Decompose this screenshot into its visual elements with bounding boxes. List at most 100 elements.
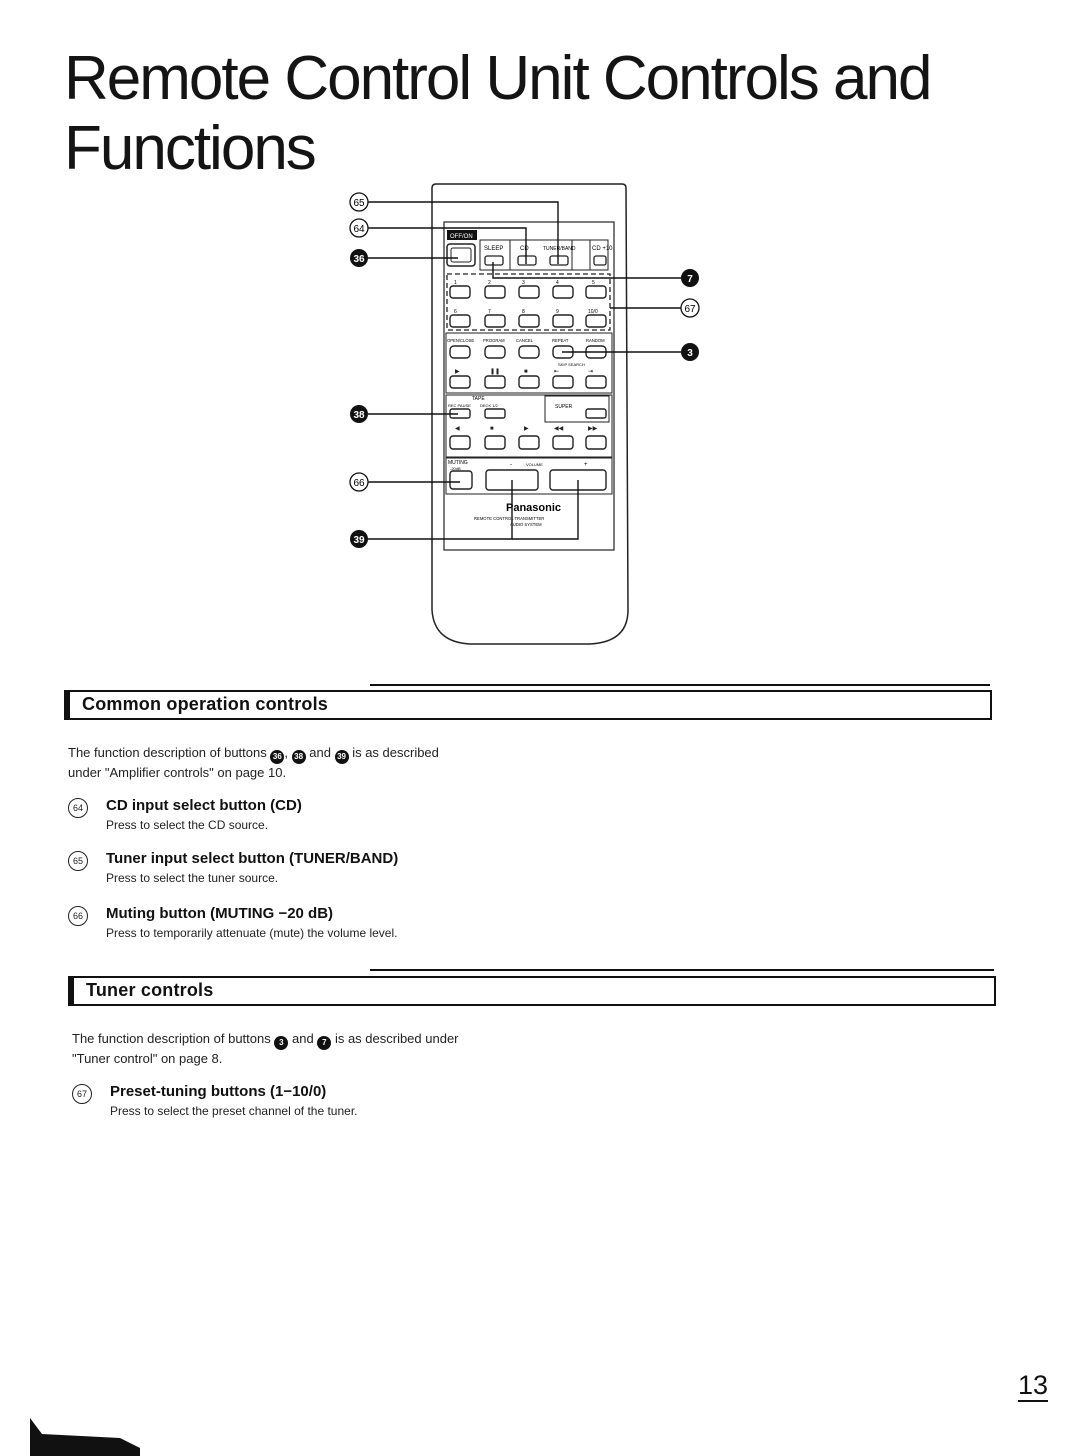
svg-text:REMOTE CONTROL TRANSMITTER: REMOTE CONTROL TRANSMITTER	[474, 516, 544, 521]
section-top-rule-2	[370, 969, 994, 971]
svg-text:SUPER: SUPER	[555, 404, 573, 410]
muting-button	[449, 470, 473, 490]
svg-text:◀: ◀	[455, 426, 460, 432]
sleep-button	[484, 255, 504, 266]
svg-text:AUDIO SYSTEM: AUDIO SYSTEM	[510, 522, 542, 527]
svg-text:⇤: ⇤	[554, 369, 559, 375]
svg-text:⇥: ⇥	[588, 369, 593, 375]
item-description: Press to select the CD source.	[106, 818, 269, 832]
svg-text:OPEN/CLOSE: OPEN/CLOSE	[447, 338, 474, 343]
remote-label-cd: CD	[520, 246, 529, 252]
svg-text:-: -	[510, 462, 512, 468]
svg-text:7: 7	[488, 309, 491, 315]
cd-plus10-button	[593, 255, 607, 266]
power-button	[446, 243, 476, 267]
tuner-band-button	[549, 255, 569, 266]
callout-7	[681, 269, 699, 287]
callout-38	[350, 405, 368, 423]
section-top-rule	[370, 684, 990, 686]
callout-39	[350, 530, 368, 548]
svg-text:▶: ▶	[455, 369, 460, 375]
callout-36	[350, 249, 368, 267]
callout-67	[680, 298, 700, 318]
svg-text:67: 67	[684, 304, 696, 315]
svg-text:36: 36	[353, 254, 365, 265]
svg-text:REC PAUSE: REC PAUSE	[448, 403, 471, 408]
svg-text:3: 3	[687, 348, 693, 359]
svg-text:▶▶: ▶▶	[588, 426, 598, 432]
common-intro: The function description of buttons 36, …	[68, 745, 439, 780]
svg-text:CANCEL: CANCEL	[516, 338, 534, 343]
tape-transport-row	[449, 435, 607, 450]
svg-text:PROGRAM: PROGRAM	[483, 338, 505, 343]
svg-text:1: 1	[454, 280, 457, 286]
section-common-heading: Common operation controls	[82, 694, 329, 714]
remote-label-cd10: CD +10	[592, 246, 613, 252]
svg-text:4: 4	[556, 280, 559, 286]
page-title-line2: Functions	[64, 114, 317, 183]
svg-text:8: 8	[522, 309, 525, 315]
item-description: Press to temporarily attenuate (mute) th…	[106, 926, 398, 940]
remote-label-tuner: TUNER/BAND	[543, 246, 576, 252]
svg-text:6: 6	[454, 309, 457, 315]
item-description: Press to select the tuner source.	[106, 871, 279, 885]
item-number: 66	[68, 906, 88, 926]
svg-text:■: ■	[490, 426, 494, 432]
section-tuner-heading: Tuner controls	[86, 980, 214, 1000]
preset-row-1	[449, 285, 607, 299]
number-row-1-labels: 1 2 3 4 5	[454, 280, 595, 286]
callout-3	[681, 343, 699, 361]
svg-text:❚❚: ❚❚	[490, 368, 500, 375]
svg-text:TAPE: TAPE	[472, 396, 485, 402]
item-heading: Tuner input select button (TUNER/BAND)	[106, 850, 399, 867]
svg-text:■: ■	[524, 369, 528, 375]
callout-66	[349, 472, 369, 492]
preset-row-2	[449, 314, 607, 328]
svg-text:◀◀: ◀◀	[554, 426, 564, 432]
ref-39-icon: 39	[334, 750, 349, 764]
item-heading: Muting button (MUTING −20 dB)	[106, 905, 334, 922]
svg-text:MUTING: MUTING	[448, 460, 468, 466]
svg-text:DECK 1/2: DECK 1/2	[480, 403, 499, 408]
svg-text:REPEAT: REPEAT	[552, 338, 569, 343]
svg-text:2: 2	[488, 280, 491, 286]
svg-text:39: 39	[353, 535, 365, 546]
remote-label-sleep: SLEEP	[484, 246, 503, 252]
svg-text:5: 5	[592, 280, 595, 286]
svg-text:9: 9	[556, 309, 559, 315]
svg-text:RANDOM: RANDOM	[586, 338, 605, 343]
super-button	[585, 408, 607, 419]
item-heading: CD input select button (CD)	[106, 797, 302, 814]
svg-text:+: +	[584, 462, 588, 468]
callout-65	[349, 192, 369, 212]
deck-button	[484, 408, 506, 419]
remote-control-diagram: OFF/ON SLEEP CD TUNER/BAND CD +10 1 2 3 …	[340, 180, 720, 655]
svg-text:64: 64	[353, 224, 365, 235]
svg-text:38: 38	[353, 410, 365, 421]
cd-button	[517, 255, 537, 266]
page-title: Remote Control Unit Controls and Functio…	[64, 44, 1024, 184]
page-title-line1: Remote Control Unit Controls and	[64, 44, 932, 113]
page-number: 13	[1018, 1370, 1049, 1402]
section-common-heading-box: Common operation controls	[64, 690, 992, 720]
svg-text:▶: ▶	[524, 426, 529, 432]
ref-3-icon: 3	[274, 1036, 289, 1050]
remote-label-offon: OFF/ON	[450, 234, 473, 240]
number-row-2-labels: 6 7 8 9 10/0	[454, 309, 598, 315]
item-heading: Preset-tuning buttons (1−10/0)	[110, 1083, 327, 1100]
callout-64	[349, 218, 369, 238]
tuner-intro: The function description of buttons 3 an…	[72, 1031, 459, 1066]
svg-text:VOLUME: VOLUME	[526, 462, 543, 467]
ref-38-icon: 38	[291, 750, 306, 764]
item-number: 65	[68, 851, 88, 871]
scan-edge-mark	[30, 1418, 140, 1456]
svg-text:-20dB: -20dB	[450, 466, 461, 471]
ref-7-icon: 7	[317, 1036, 332, 1050]
item-number: 64	[68, 798, 88, 818]
item-number: 67	[72, 1084, 92, 1104]
item-description: Press to select the preset channel of th…	[110, 1104, 358, 1118]
svg-text:66: 66	[353, 478, 365, 489]
section-tuner-heading-box: Tuner controls	[68, 976, 996, 1006]
svg-text:3: 3	[522, 280, 525, 286]
remote-brand: Panasonic	[506, 502, 561, 514]
